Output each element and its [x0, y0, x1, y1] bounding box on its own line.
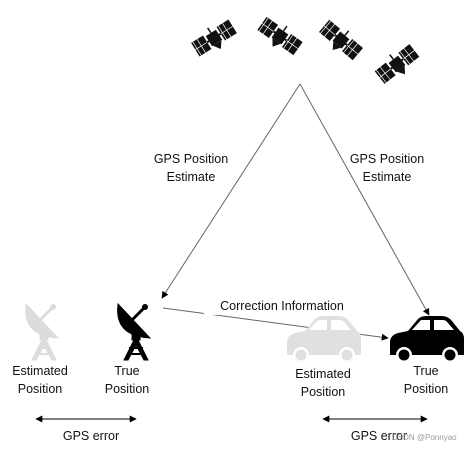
car-true-line2: Position [403, 382, 449, 396]
left-estimate-line1: GPS Position [153, 152, 229, 166]
right-estimate-line [299, 83, 430, 316]
left-estimate-line [161, 83, 301, 299]
watermark: CSDN @Ponnyao [392, 433, 457, 442]
right-estimate-line1: GPS Position [349, 152, 425, 166]
correction-label: Correction Information [204, 297, 360, 315]
right-estimate-label: GPS Position Estimate [341, 150, 433, 186]
left-estimate-label: GPS Position Estimate [145, 150, 237, 186]
station-true-line1: True [114, 364, 140, 378]
gps-error-right-label: GPS error [350, 429, 408, 443]
estimated-car-icon [287, 316, 361, 363]
gps-error-left-label: GPS error [62, 429, 120, 443]
satellite-icon [187, 15, 241, 62]
left-estimate-line2: Estimate [166, 170, 216, 184]
satellite-icon [314, 15, 367, 66]
car-estimated-line1: Estimated [295, 367, 351, 381]
right-estimate-line2: Estimate [362, 170, 412, 184]
estimated-station-icon [24, 302, 60, 362]
station-estimated-label: Estimated Position [0, 362, 80, 398]
station-true-label: True Position [92, 362, 162, 398]
car-true-line1: True [413, 364, 439, 378]
station-estimated-line1: Estimated [12, 364, 68, 378]
car-estimated-line2: Position [300, 385, 346, 399]
satellite-icon [253, 12, 306, 61]
car-true-label: True Position [388, 362, 464, 398]
true-station-icon [116, 302, 152, 362]
station-estimated-line2: Position [17, 382, 63, 396]
car-estimated-label: Estimated Position [282, 365, 364, 401]
true-car-icon [390, 316, 464, 363]
satellite-icon [371, 39, 424, 89]
station-true-line2: Position [104, 382, 150, 396]
